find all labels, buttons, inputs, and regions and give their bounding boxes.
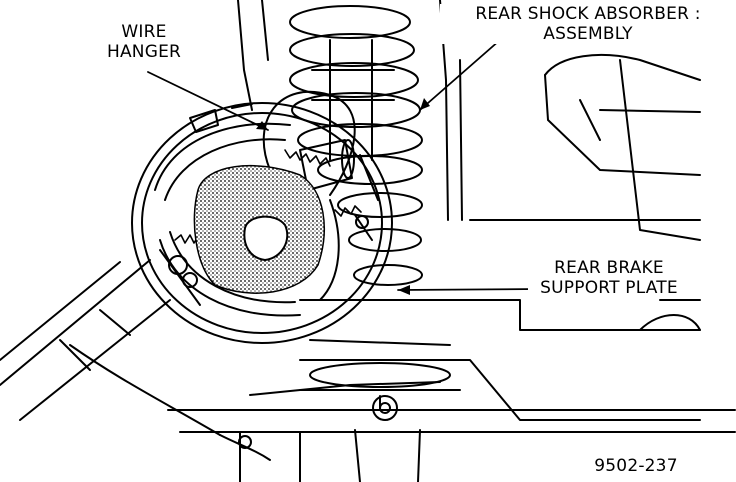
- trailing-arm: [0, 259, 171, 421]
- axle-and-spring-seat: [167, 299, 736, 482]
- shock-absorber-body: [311, 39, 395, 161]
- label-wire-hanger-line1: WIRE: [121, 22, 167, 42]
- label-rear-brake-support-plate-line1: REAR BRAKE: [554, 258, 664, 278]
- label-wire-hanger: WIRE HANGER: [94, 22, 194, 62]
- leader-lines: [147, 39, 541, 291]
- label-rear-shock-absorber-line1: REAR SHOCK ABSORBER :: [475, 4, 701, 24]
- label-rear-shock-absorber-line2: ASSEMBLY: [543, 24, 633, 44]
- label-rear-brake-support-plate: REAR BRAKE SUPPORT PLATE: [528, 258, 690, 298]
- wheel-cylinder: [299, 139, 355, 191]
- hub-center: [243, 215, 289, 262]
- brake-support-plate: [131, 102, 393, 344]
- label-rear-shock-absorber: REAR SHOCK ABSORBER : ASSEMBLY: [440, 4, 736, 44]
- leader-arrowheads: [256, 98, 430, 295]
- figure-number: 9502-237: [584, 456, 688, 476]
- brake-shoes: [154, 122, 340, 317]
- label-wire-hanger-line2: HANGER: [106, 42, 182, 62]
- adjuster-components: [159, 214, 373, 306]
- label-rear-brake-support-plate-line2: SUPPORT PLATE: [540, 278, 678, 298]
- parking-brake-cable: [69, 344, 271, 461]
